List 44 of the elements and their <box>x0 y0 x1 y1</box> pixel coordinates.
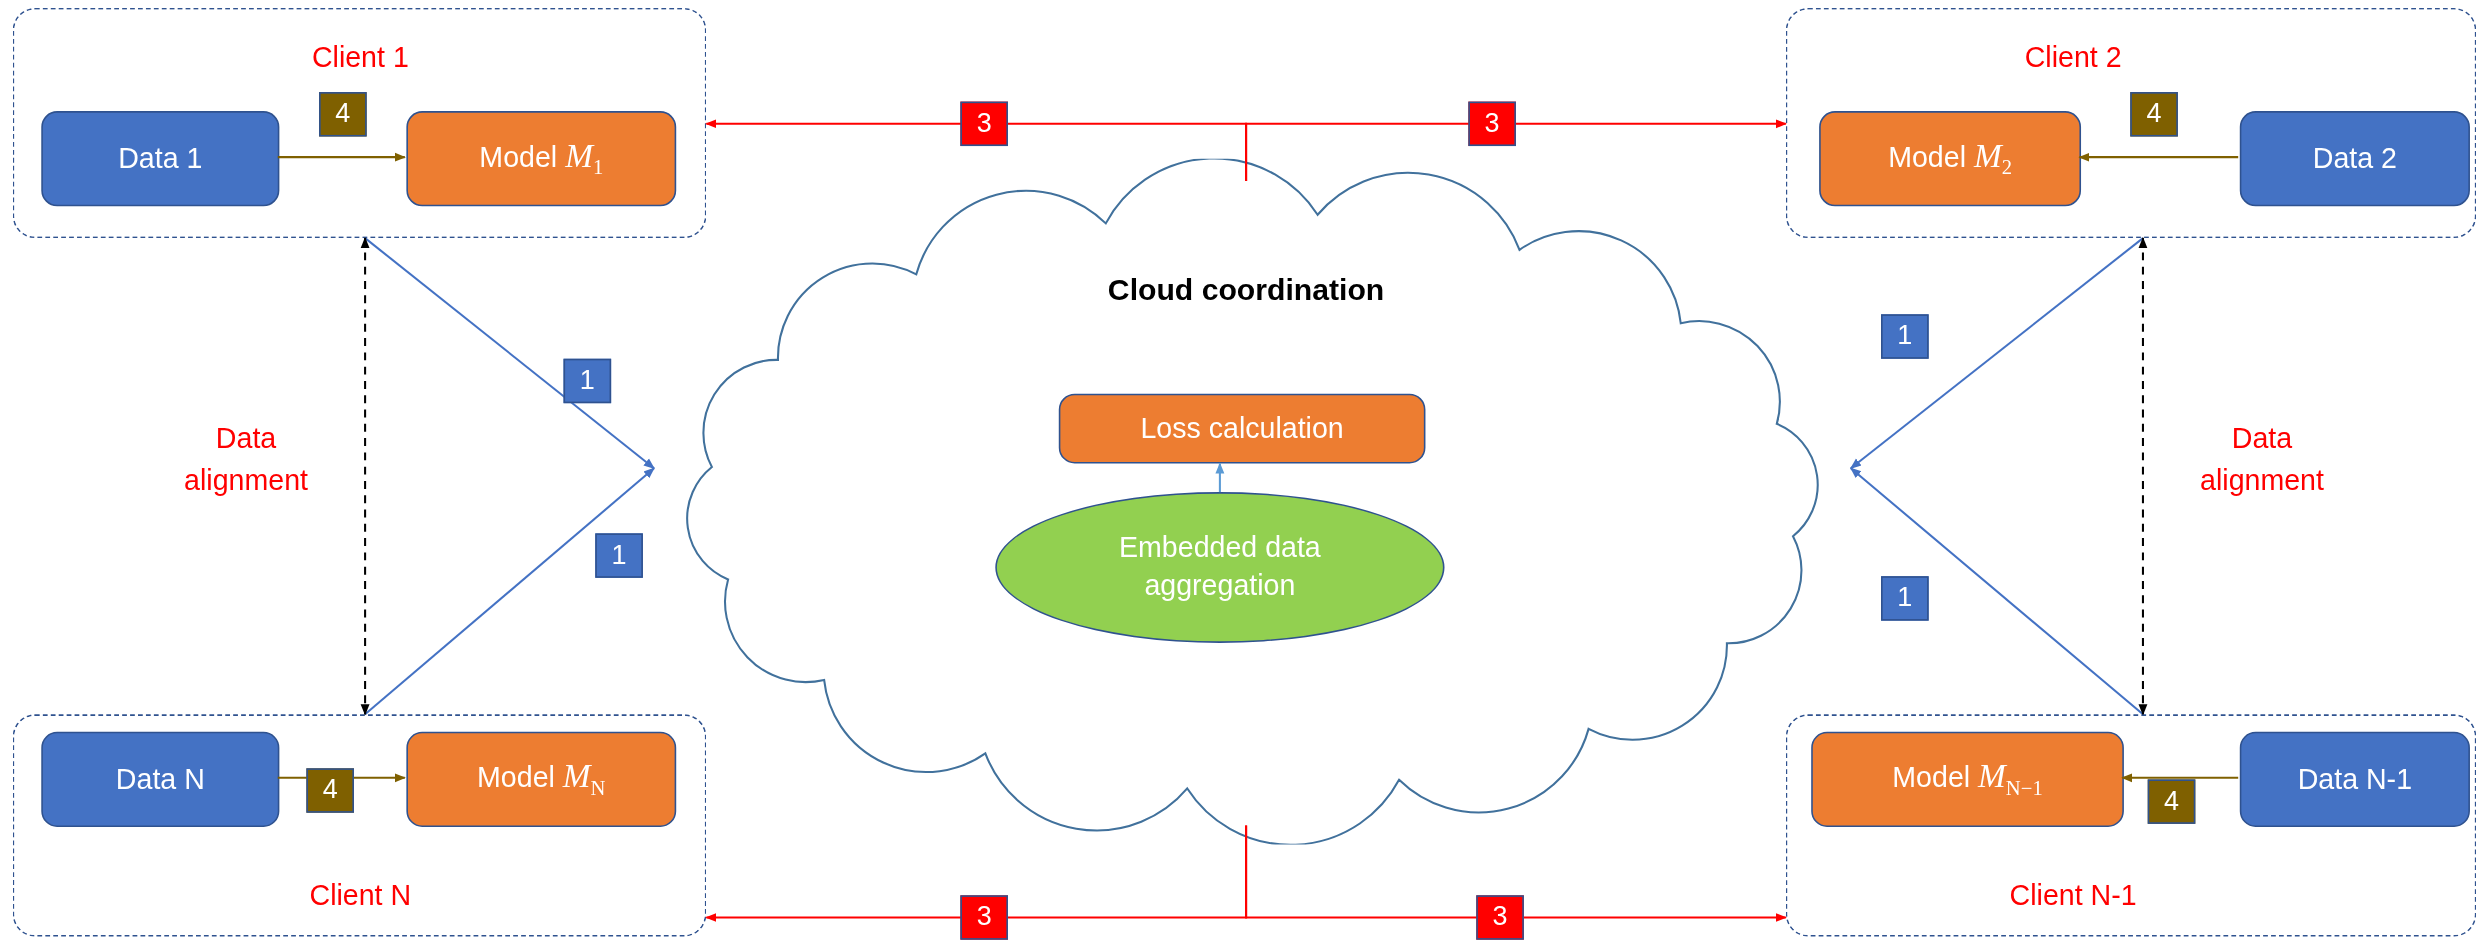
process-box: Data 1 <box>41 111 280 207</box>
client-label: Client 2 <box>2024 41 2122 75</box>
process-box: Model M$_{1}$ <box>406 111 677 207</box>
arrow <box>364 237 655 470</box>
step-number-badge: 4 <box>2147 779 2196 824</box>
client-label: Client N-1 <box>2009 879 2137 913</box>
cloud-title: Cloud coordination <box>1107 273 1385 308</box>
arrow <box>1850 467 2144 716</box>
step-number-badge: 1 <box>1881 576 1929 621</box>
process-box: Data 2 <box>2239 111 2470 207</box>
step-number-badge: 1 <box>1881 314 1929 359</box>
step-number-badge: 3 <box>960 895 1008 940</box>
client-panel <box>1785 714 2477 937</box>
process-box: Data N <box>41 731 280 827</box>
client-panel <box>1785 7 2477 239</box>
arrow <box>1245 119 1787 181</box>
client-label: Client N <box>309 879 412 913</box>
step-number-badge: 4 <box>306 768 354 813</box>
step-number-badge: 1 <box>595 533 643 578</box>
arrow <box>364 467 655 716</box>
arrow <box>2078 152 2239 162</box>
step-number-badge: 3 <box>960 101 1008 147</box>
arrow <box>2138 237 2148 716</box>
edge-label: Data alignment <box>183 421 309 499</box>
process-box: Model M$_{N}$ <box>406 731 677 827</box>
client-panel <box>12 714 707 937</box>
arrow <box>360 237 370 716</box>
process-box: Data N-1 <box>2239 731 2470 827</box>
step-number-badge: 4 <box>2130 92 2178 137</box>
arrow <box>1245 825 1787 922</box>
step-number-badge: 3 <box>1468 101 1516 147</box>
process-box: Loss calculation <box>1058 393 1426 464</box>
arrow <box>1215 462 1225 493</box>
edge-label: Data alignment <box>2199 421 2325 499</box>
step-number-badge: 4 <box>319 92 367 137</box>
process-box: Model M$_{2}$ <box>1819 111 2082 207</box>
arrow <box>277 152 406 162</box>
process-box: Model M$_{N−1}$ <box>1811 731 2124 827</box>
arrow <box>2121 773 2239 783</box>
client-panel <box>12 7 707 239</box>
client-label: Client 1 <box>311 41 409 75</box>
step-number-badge: 3 <box>1476 895 1524 940</box>
step-number-badge: 1 <box>563 358 612 404</box>
arrow <box>1850 237 2144 470</box>
